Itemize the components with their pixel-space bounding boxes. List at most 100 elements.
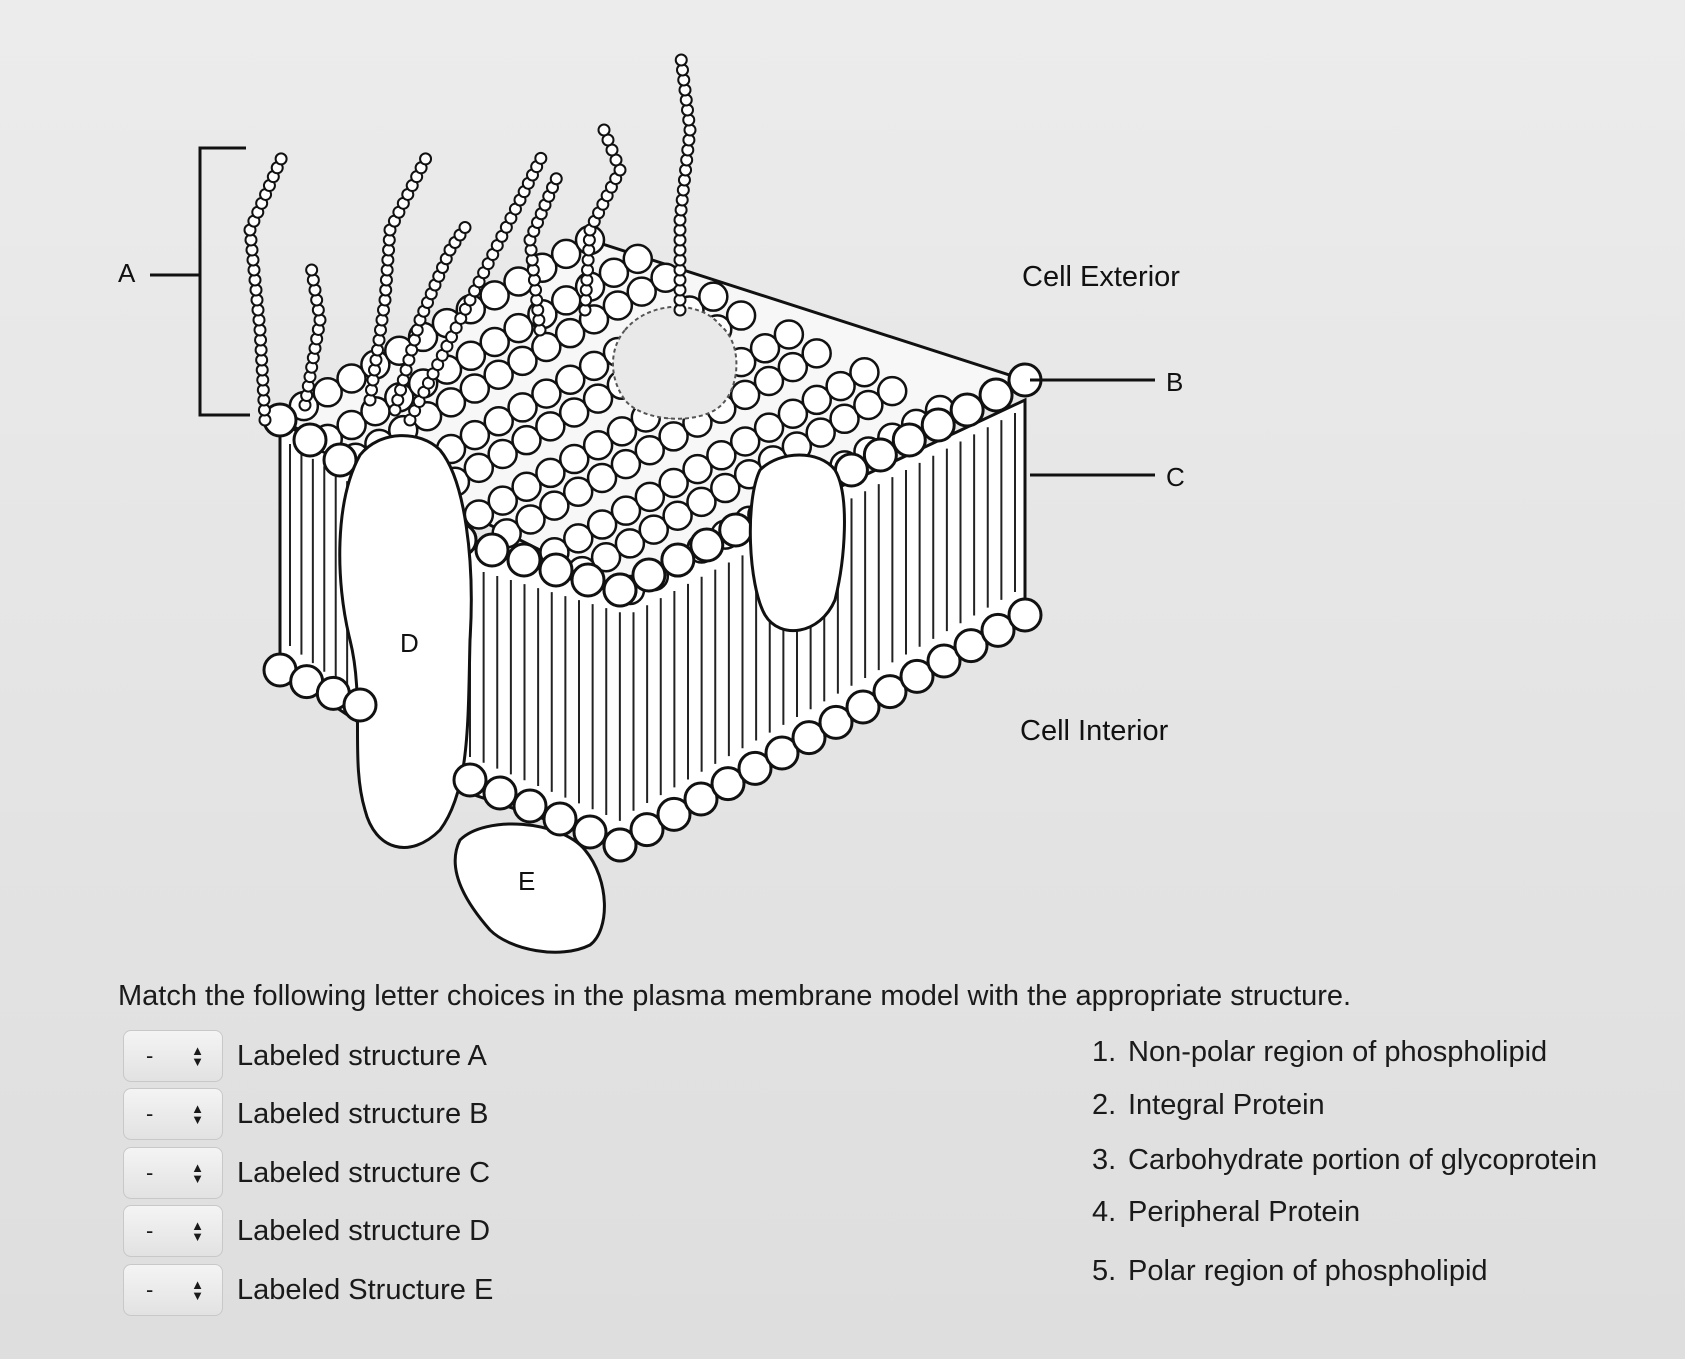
phospholipid-head — [718, 512, 754, 548]
phospholipid-head — [590, 542, 622, 573]
phospholipid-head — [455, 340, 487, 372]
phospholipid-head — [483, 359, 514, 390]
phospholipid-head — [507, 392, 538, 423]
phospholipid-head — [706, 440, 737, 471]
phospholipid-head — [949, 392, 985, 428]
phospholipid-head — [626, 276, 657, 307]
phospholipid-head — [459, 373, 491, 404]
phospholipid-tails-front — [469, 413, 1016, 821]
phospholipid-head — [656, 796, 692, 832]
option-number: 2. — [1092, 1089, 1117, 1121]
phospholipid-head — [602, 572, 638, 608]
phospholipid-head — [791, 720, 827, 756]
phospholipid-head — [452, 762, 488, 798]
phospholipid-head — [631, 557, 667, 593]
phospholipid-head — [725, 300, 757, 331]
phospholipid-head — [602, 290, 634, 321]
label-d: D — [400, 628, 419, 658]
sugar-bead — [549, 172, 563, 186]
up-down-arrows-icon: ▲▼ — [191, 1277, 204, 1303]
match-label-e: Labeled Structure E — [237, 1273, 494, 1306]
phospholipid-head — [729, 379, 761, 411]
phospholipid-head — [710, 766, 746, 802]
phospholipid-head — [801, 384, 833, 416]
phospholipid-head — [570, 562, 606, 598]
match-row-b: - ▲▼ Labeled structure B — [123, 1086, 488, 1142]
channel-protein — [748, 453, 846, 632]
phospholipid-head — [634, 481, 666, 513]
phospholipid-head — [753, 412, 785, 443]
option-number: 3. — [1092, 1144, 1117, 1176]
phospholipid-head — [682, 453, 713, 485]
phospholipid-head — [531, 331, 562, 363]
match-select-e[interactable]: - ▲▼ — [123, 1264, 223, 1316]
phospholipid-head — [737, 750, 773, 786]
phospholipid-head — [479, 280, 510, 311]
sugar-bead — [458, 221, 472, 234]
bracket-a — [150, 146, 250, 417]
phospholipid-head — [777, 351, 809, 383]
option-text: Peripheral Protein — [1128, 1196, 1361, 1228]
phospholipid-head — [825, 370, 856, 402]
phospholipid-head — [336, 363, 367, 394]
phospholipid-head — [849, 356, 880, 388]
phospholipid-head — [463, 452, 495, 484]
up-down-arrows-icon: ▲▼ — [191, 1218, 204, 1244]
phospholipid-head — [602, 827, 638, 863]
phospholipid-head — [558, 397, 590, 428]
phospholipid-head — [662, 500, 693, 531]
match-select-b[interactable]: - ▲▼ — [123, 1088, 223, 1140]
match-select-c[interactable]: - ▲▼ — [123, 1147, 223, 1199]
up-down-arrows-icon: ▲▼ — [191, 1160, 204, 1186]
phospholipid-head — [506, 542, 542, 578]
match-label-c: Labeled structure C — [237, 1156, 491, 1189]
label-b: B — [1166, 367, 1183, 397]
match-label-b: Labeled structure B — [237, 1097, 489, 1130]
phospholipid-head — [683, 781, 719, 817]
option-4: 4. Peripheral Protein — [1092, 1196, 1360, 1229]
phospholipid-head — [535, 457, 566, 489]
phospholipid-head — [535, 411, 566, 442]
phospholipid-head — [753, 365, 785, 397]
option-number: 5. — [1092, 1255, 1117, 1287]
match-row-c: - ▲▼ Labeled structure C — [123, 1145, 490, 1201]
phospholipid-head — [555, 364, 586, 395]
carbohydrate-chains — [243, 53, 697, 427]
phospholipid-head — [876, 375, 908, 407]
phospholipid-head — [554, 317, 586, 349]
option-number: 4. — [1092, 1196, 1117, 1228]
phospholipid-head — [292, 422, 328, 458]
label-a: A — [118, 258, 136, 288]
match-select-a[interactable]: - ▲▼ — [123, 1030, 223, 1082]
phospholipid-head — [459, 419, 491, 451]
phospholipid-head — [686, 486, 717, 518]
integral-protein-d — [338, 434, 473, 849]
option-5: 5. Polar region of phospholipid — [1092, 1255, 1488, 1288]
surface-protein — [612, 305, 738, 420]
phospholipid-head — [542, 801, 578, 837]
option-text: Carbohydrate portion of glycoprotein — [1128, 1144, 1598, 1176]
match-select-d[interactable]: - ▲▼ — [123, 1205, 223, 1257]
phospholipid-head — [980, 612, 1016, 648]
phospholipid-head — [531, 378, 562, 409]
phospholipid-head — [610, 495, 642, 526]
phospholipid-head — [483, 406, 514, 437]
phospholipid-head — [773, 319, 805, 350]
phospholipid-head — [978, 377, 1014, 413]
phospholipid-head — [829, 403, 860, 435]
select-value: - — [146, 1218, 154, 1243]
sugar-bead — [674, 53, 688, 67]
cell-exterior-label: Cell Exterior — [1022, 261, 1180, 293]
phospholipid-head — [610, 448, 642, 480]
phospholipid-head — [511, 424, 542, 456]
phospholipid-head — [507, 345, 538, 377]
sugar-bead — [597, 123, 611, 137]
phospholipid-head — [801, 338, 832, 369]
phospholipid-head — [629, 812, 665, 848]
phospholipid-head — [862, 437, 898, 473]
match-row-d: - ▲▼ Labeled structure D — [123, 1203, 490, 1259]
phospholipid-head — [562, 476, 594, 508]
phospholipid-head — [658, 467, 689, 499]
phospholipid-heads-bottom — [262, 597, 1043, 863]
phospholipid-head — [511, 471, 542, 503]
